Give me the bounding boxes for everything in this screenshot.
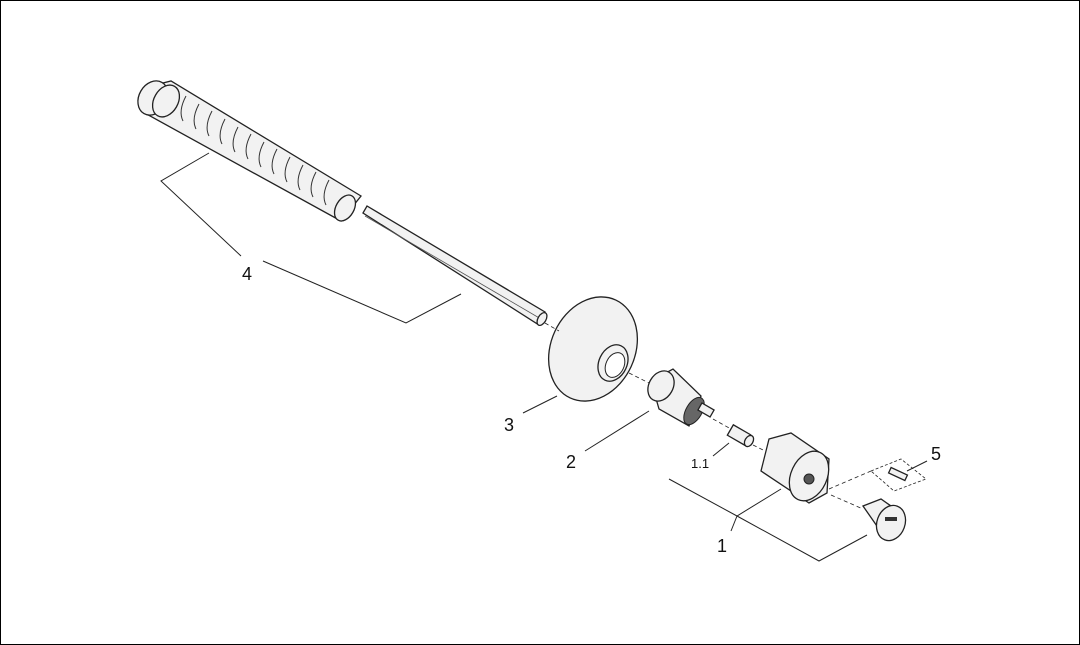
label-part-3: 3 <box>504 415 514 435</box>
label-part-5: 5 <box>931 444 941 464</box>
index-cap <box>861 498 907 542</box>
escutcheon-rosette <box>547 296 639 402</box>
label-part-2: 2 <box>566 452 576 472</box>
threaded-extension-sleeve <box>137 80 362 222</box>
label-part-1-1: 1.1 <box>691 456 709 471</box>
extension-rod <box>362 205 548 327</box>
label-part-4: 4 <box>242 264 252 284</box>
handle <box>760 432 830 504</box>
screw <box>870 458 927 492</box>
label-part-1: 1 <box>717 536 727 556</box>
leader-lines <box>160 152 928 562</box>
assembly-axis <box>544 322 872 510</box>
spline-adapter <box>726 423 755 448</box>
valve-cartridge <box>647 368 715 427</box>
